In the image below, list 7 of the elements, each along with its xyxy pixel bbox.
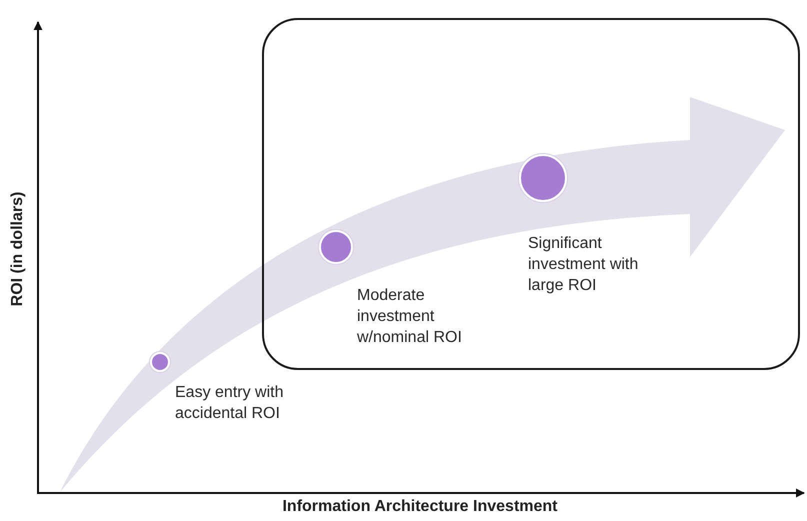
y-axis-title: ROI (in dollars) (9, 190, 27, 308)
x-axis-title: Information Architecture Investment (281, 498, 558, 516)
milestone-label: Moderate investment w/nominal ROI (357, 286, 463, 348)
milestone-label: Easy entry with accidental ROI (175, 383, 284, 424)
milestone-label: Significant investment with large ROI (528, 234, 640, 296)
milestone-dot (150, 352, 170, 372)
frame-box (262, 18, 800, 370)
